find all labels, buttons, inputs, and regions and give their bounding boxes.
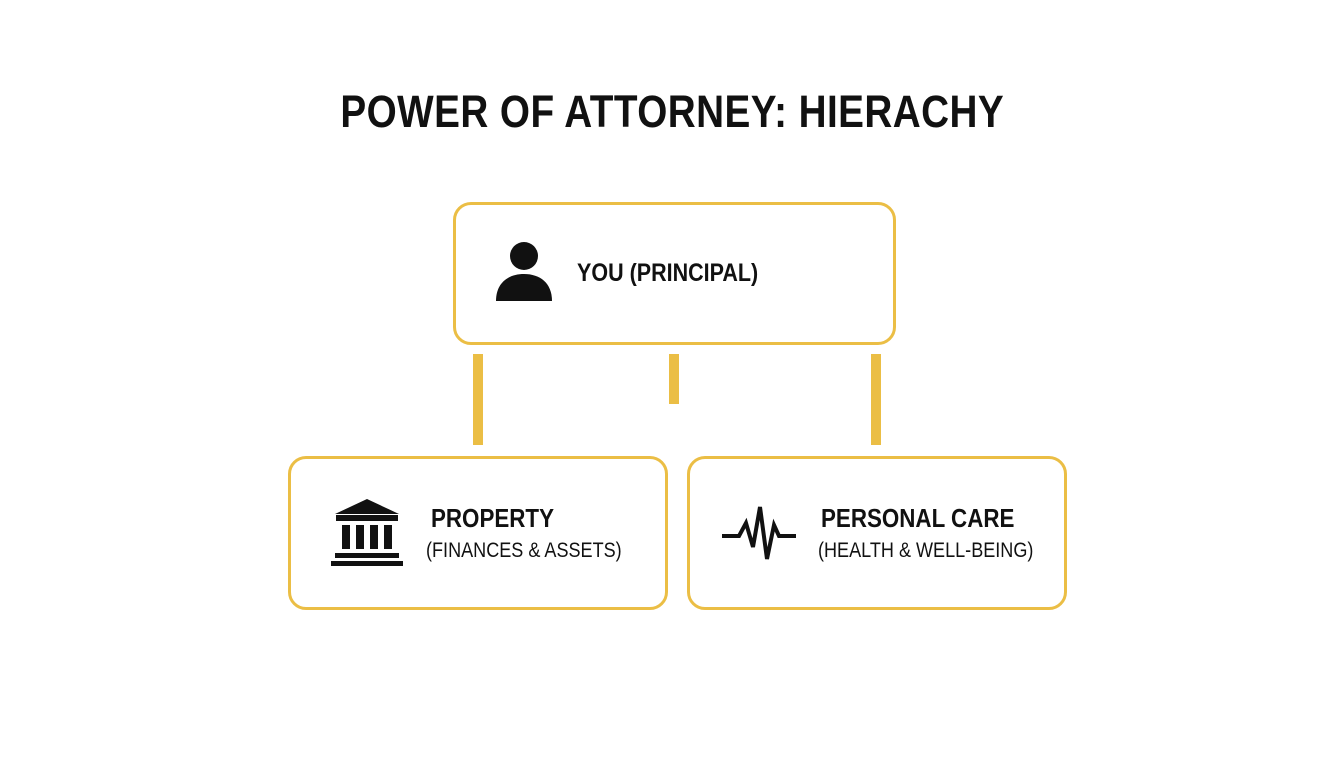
bank-icon [331, 499, 403, 566]
connector-left [473, 354, 483, 445]
property-subtitle: (FINANCES & ASSETS) [426, 539, 622, 562]
principal-node [453, 202, 896, 345]
personal-care-subtitle: (HEALTH & WELL-BEING) [818, 539, 1034, 562]
property-title: PROPERTY [431, 503, 555, 533]
principal-label: YOU (PRINCIPAL) [577, 259, 759, 287]
property-node [288, 456, 668, 610]
connector-center [669, 354, 679, 404]
personal-care-title: PERSONAL CARE [821, 503, 1015, 533]
heartbeat-icon [722, 506, 796, 560]
connector-right [871, 354, 881, 445]
person-icon [496, 242, 552, 301]
diagram-title: POWER OF ATTORNEY: HIERACHY [340, 86, 1005, 137]
